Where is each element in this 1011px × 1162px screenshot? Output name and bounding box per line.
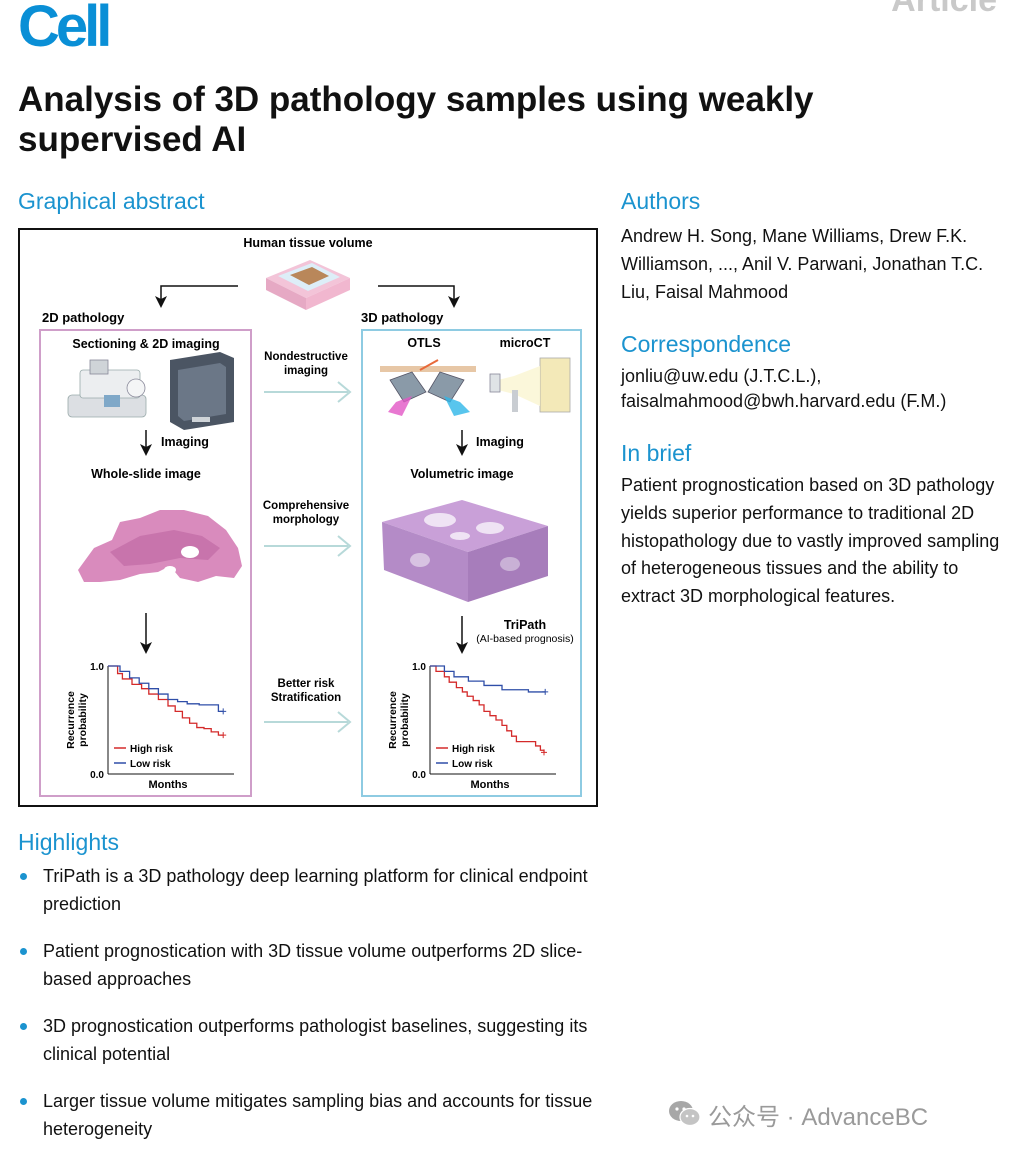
km-x-label: Months [470,779,509,791]
km-series-line [108,665,224,736]
watermark-text: 公众号 · AdvanceBC [708,1103,929,1131]
article-type-label: Article [891,0,997,19]
tissue-volume-illustration [266,260,350,310]
graphical-abstract-heading: Graphical abstract [18,188,205,214]
highlight-item: 3D prognostication outperforms pathologi… [18,1012,608,1068]
middle-arrow-1 [264,381,352,403]
legend-high-label: High risk [452,744,495,755]
highlight-item: Patient prognostication with 3D tissue v… [18,937,608,993]
km-y-label-2: probability [77,693,89,747]
middle-label-3a: Better risk [278,678,335,690]
km-censor-mark [220,708,227,715]
middle-arrow-3 [264,711,352,733]
whole-slide-label: Whole-slide image [91,467,201,481]
legend-high-label: High risk [130,744,173,755]
highlight-text: 3D prognostication outperforms pathologi… [43,1016,588,1064]
left-imaging-label: Imaging [161,435,209,449]
tripath-label: TriPath [504,618,546,632]
km-x-label: Months [148,779,187,791]
top-label: Human tissue volume [243,236,372,250]
km-ytick-bottom: 0.0 [90,770,104,781]
left-step1-label: Sectioning & 2D imaging [72,337,219,351]
whole-slide-tissue [78,510,242,582]
left-panel-box [39,329,252,797]
volumetric-block [382,500,548,602]
graphical-abstract-figure: Human tissue volume 2D pathology 3D path… [39,236,582,797]
middle-label-1a: Nondestructive [264,351,348,363]
legend-low-label: Low risk [452,759,493,770]
highlight-text: Larger tissue volume mitigates sampling … [43,1091,593,1139]
highlights-heading: Highlights [18,829,119,855]
km-censor-mark [541,749,547,756]
wechat-icon [669,1101,701,1127]
article-title: Analysis of 3D pathology samples using w… [18,80,814,159]
authors-heading: Authors [621,188,701,214]
highlight-item: Larger tissue volume mitigates sampling … [18,1087,608,1143]
right-imaging-label: Imaging [476,435,524,449]
middle-label-1b: imaging [284,365,328,377]
volumetric-label: Volumetric image [410,467,513,481]
middle-label-2a: Comprehensive [263,500,349,512]
bullet-icon [20,873,27,880]
km-ytick-top: 1.0 [412,662,426,673]
middle-label-3b: Stratification [271,692,341,704]
highlights-list: TriPath is a 3D pathology deep learning … [18,862,608,1162]
watermark: 公众号 · AdvanceBC [668,1096,928,1132]
km-censor-mark [220,732,227,739]
highlight-item: TriPath is a 3D pathology deep learning … [18,862,608,918]
right-panel-box [361,329,582,797]
journal-logo: Cell [18,0,112,59]
left-panel-title: 2D pathology [42,310,125,325]
km-series-line [430,665,546,693]
microct-label: microCT [500,336,551,350]
highlight-text: Patient prognostication with 3D tissue v… [43,941,583,989]
bullet-icon [20,1023,27,1030]
right-panel-title: 3D pathology [361,310,444,325]
authors-list: Andrew H. Song, Mane Williams, Drew F.K.… [621,226,984,302]
km-series-line [108,665,224,713]
km-ytick-top: 1.0 [90,662,104,673]
km-ytick-bottom: 0.0 [412,770,426,781]
middle-label-2b: morphology [273,514,340,526]
in-brief-text: Patient prognostication based on 3D path… [621,475,1000,607]
graphical-abstract: Human tissue volume 2D pathology 3D path… [18,228,598,807]
middle-arrow-2 [264,535,352,557]
km-y-label-1: Recurrence [387,691,399,749]
bullet-icon [20,1098,27,1105]
slide-scanner-illustration [170,352,234,430]
bullet-icon [20,948,27,955]
in-brief-heading: In brief [621,440,692,466]
correspondence-heading: Correspondence [621,331,792,357]
correspondence-text[interactable]: jonliu@uw.edu (J.T.C.L.), faisalmahmood@… [621,366,947,411]
split-arrows [155,285,460,308]
km-y-label-1: Recurrence [65,691,77,749]
otls-label: OTLS [407,336,440,350]
microtome-illustration [67,359,147,418]
highlight-text: TriPath is a 3D pathology deep learning … [43,866,588,914]
km-censor-mark [542,688,549,695]
otls-illustration [380,359,476,416]
km-series-line [430,665,545,753]
legend-low-label: Low risk [130,759,171,770]
microct-illustration [489,357,571,413]
km-y-label-2: probability [399,693,411,747]
tripath-sublabel: (AI-based prognosis) [476,633,573,645]
